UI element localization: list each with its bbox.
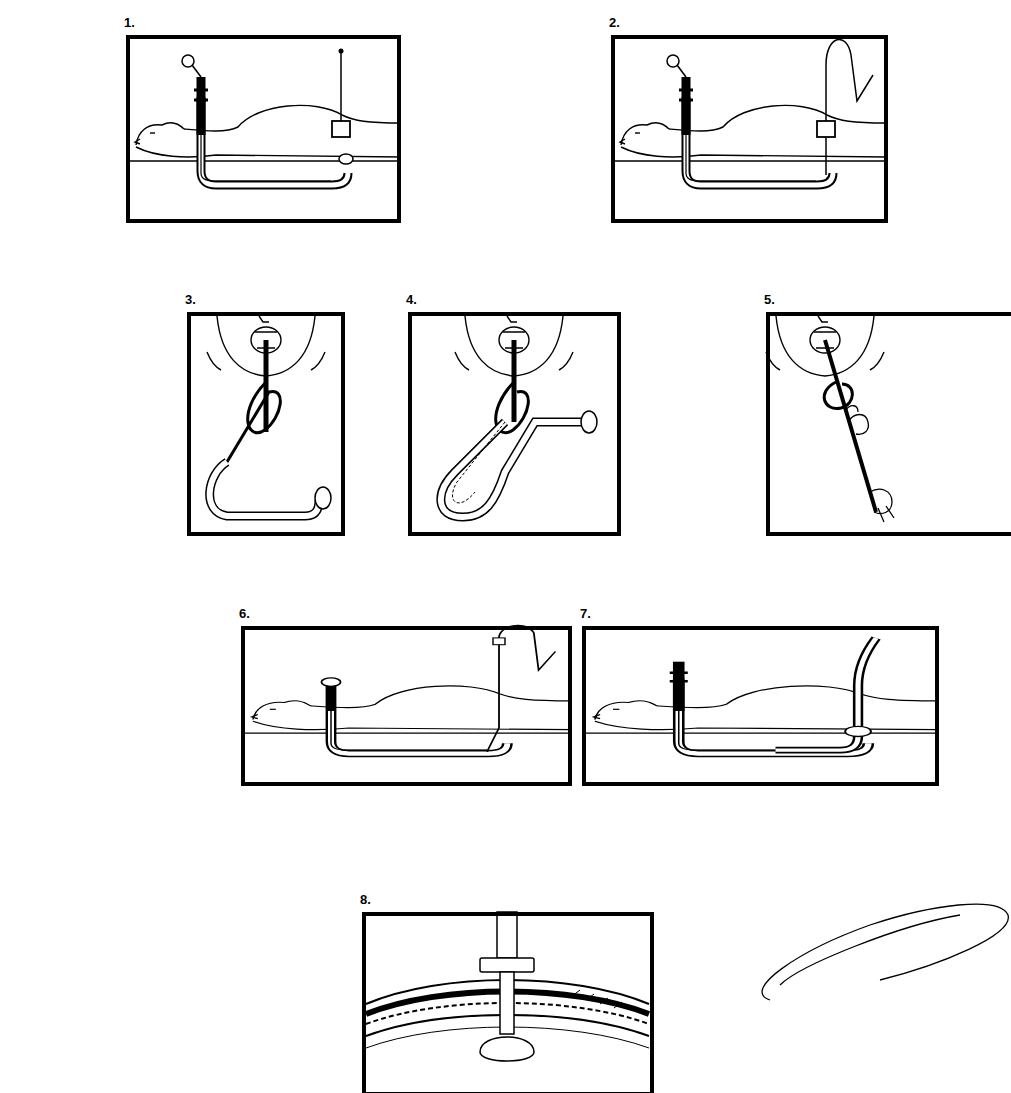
guide-wire [512, 340, 517, 422]
panel-art [126, 49, 401, 186]
panel-number: 6. [239, 606, 250, 621]
peg-tube-outer [441, 422, 585, 517]
tube-end [328, 686, 334, 712]
instrument-grip [679, 90, 693, 100]
esophagus-tube [679, 679, 869, 754]
instrument-ring [667, 55, 679, 67]
peg-tube-inner [441, 422, 585, 517]
patient-figure [126, 105, 401, 161]
guide-wire [825, 340, 876, 512]
wire-clip [493, 638, 505, 645]
wire-end [499, 625, 555, 670]
guide-wire [340, 53, 342, 127]
panel-frame: 7. [582, 626, 939, 786]
bolster-disk [315, 487, 331, 509]
bolster-cup [321, 678, 340, 687]
panel-art [366, 912, 649, 1061]
tissue-hatch [572, 990, 622, 1008]
hand-outline [870, 489, 894, 522]
panel-number: 3. [185, 292, 196, 307]
panel-frame: 4. [408, 312, 621, 536]
panel-art [441, 316, 597, 517]
panel-number: 5. [764, 292, 775, 307]
instrument-grip [670, 673, 688, 682]
patient-figure [582, 686, 937, 733]
panel-art [766, 316, 894, 522]
panel-number: 8. [360, 892, 371, 907]
instrument-shaft [197, 77, 206, 135]
panel-frame: 1. [126, 35, 401, 223]
guide-wire [826, 39, 873, 175]
panel-frame: 8. [362, 912, 654, 1093]
panel-frame: 6. [241, 626, 572, 786]
pen-doodle [762, 904, 1008, 1000]
instrument-shaft [673, 662, 685, 711]
peg-tube-inner [776, 638, 877, 750]
panel-frame: 2. [611, 35, 888, 223]
peg-tube-outer [776, 638, 877, 750]
panel-art [582, 638, 937, 754]
wire-loop [824, 382, 852, 409]
panel-frame: 5. [766, 312, 1011, 536]
tube-stem [500, 972, 514, 1034]
instrument-grip [194, 90, 208, 100]
instrument-ring [182, 55, 194, 67]
guide-wire [487, 643, 499, 752]
tube-shaft [497, 912, 517, 958]
wire-loop [227, 382, 280, 462]
panel-number: 7. [580, 606, 591, 621]
esophagus-tube [686, 97, 833, 185]
instrument-shaft [682, 77, 691, 135]
cannula [332, 121, 350, 137]
peg-tube-inner [210, 462, 319, 516]
bolster-ring [845, 726, 871, 736]
instrument-wire [677, 65, 686, 77]
peg-tube-outer [210, 462, 319, 516]
esophagus-tube [201, 97, 348, 185]
hand-outline [846, 406, 868, 435]
internal-bumper [480, 1037, 534, 1061]
instrument-wire [192, 65, 201, 77]
external-bolster [480, 958, 534, 972]
wire-inside [452, 422, 505, 503]
panel-number: 4. [406, 292, 417, 307]
snare-loop [339, 154, 353, 164]
panel-art [207, 316, 331, 516]
panel-frame: 3. [187, 312, 345, 536]
panel-number: 2. [609, 15, 620, 30]
panel-number: 1. [124, 15, 135, 30]
wire-tip [339, 49, 344, 54]
esophagus-tube [331, 679, 507, 754]
panel-art [241, 625, 571, 753]
bolster-disk [581, 411, 597, 433]
cannula [817, 121, 835, 137]
patient-figure [611, 105, 886, 161]
patient-figure [241, 686, 571, 733]
panel-art [611, 39, 886, 185]
